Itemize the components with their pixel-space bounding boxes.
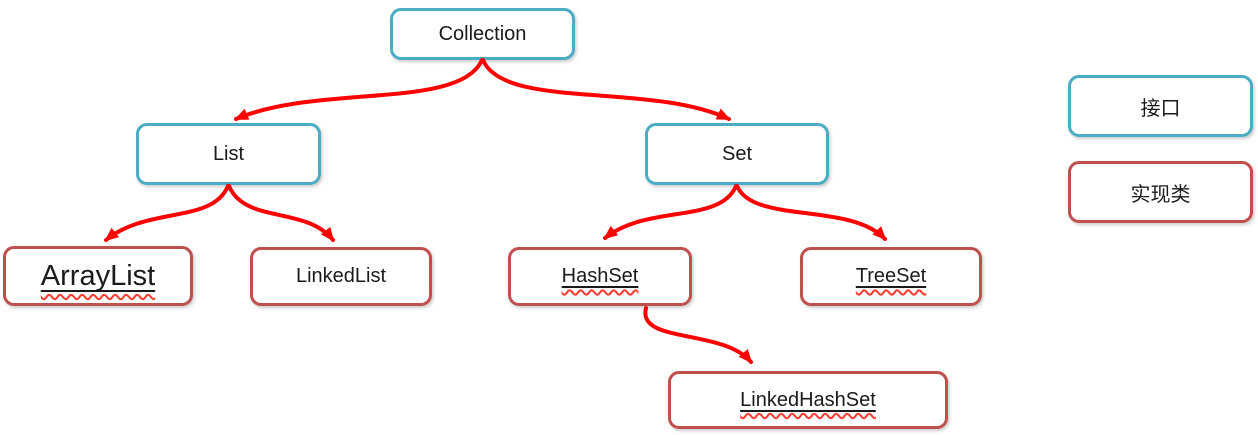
legend-class-label: 实现类 <box>1130 183 1191 206</box>
node-arraylist: ArrayList <box>3 246 193 306</box>
node-set-label: Set <box>721 142 753 165</box>
node-collection-label: Collection <box>438 22 527 45</box>
legend-interface-box: 接口 <box>1068 75 1253 137</box>
node-hashset: HashSet <box>508 247 692 306</box>
arrow-hashset-to-linkedhashset <box>643 306 753 364</box>
node-list: List <box>136 123 321 185</box>
arrow-list-to-arraylist <box>104 184 230 242</box>
arrow-collection-to-list <box>234 58 484 121</box>
arrow-set-to-hashset <box>603 184 738 240</box>
legend-class-box: 实现类 <box>1068 161 1253 223</box>
legend-interface-label: 接口 <box>1140 97 1181 120</box>
spellcheck-underline: HashSet <box>562 265 639 288</box>
node-linkedlist-label: LinkedList <box>295 265 387 287</box>
spellcheck-underline: LinkedHashSet <box>740 389 876 412</box>
node-set: Set <box>645 123 829 185</box>
node-list-label: List <box>212 142 245 165</box>
node-arraylist-label: ArrayList <box>40 259 156 292</box>
node-linkedhashset: LinkedHashSet <box>668 371 948 429</box>
node-linkedlist: LinkedList <box>250 247 432 306</box>
node-treeset-label: TreeSet <box>855 265 927 287</box>
spellcheck-underline: TreeSet <box>856 265 926 288</box>
node-hashset-label: HashSet <box>561 265 639 287</box>
node-linkedhashset-label: LinkedHashSet <box>740 388 876 411</box>
arrow-list-to-linkedlist <box>227 184 335 242</box>
spellcheck-underline: ArrayList <box>41 260 155 293</box>
arrow-set-to-treeset <box>735 184 887 241</box>
node-treeset: TreeSet <box>800 247 982 306</box>
arrow-collection-to-set <box>481 58 731 121</box>
node-collection: Collection <box>390 8 575 60</box>
